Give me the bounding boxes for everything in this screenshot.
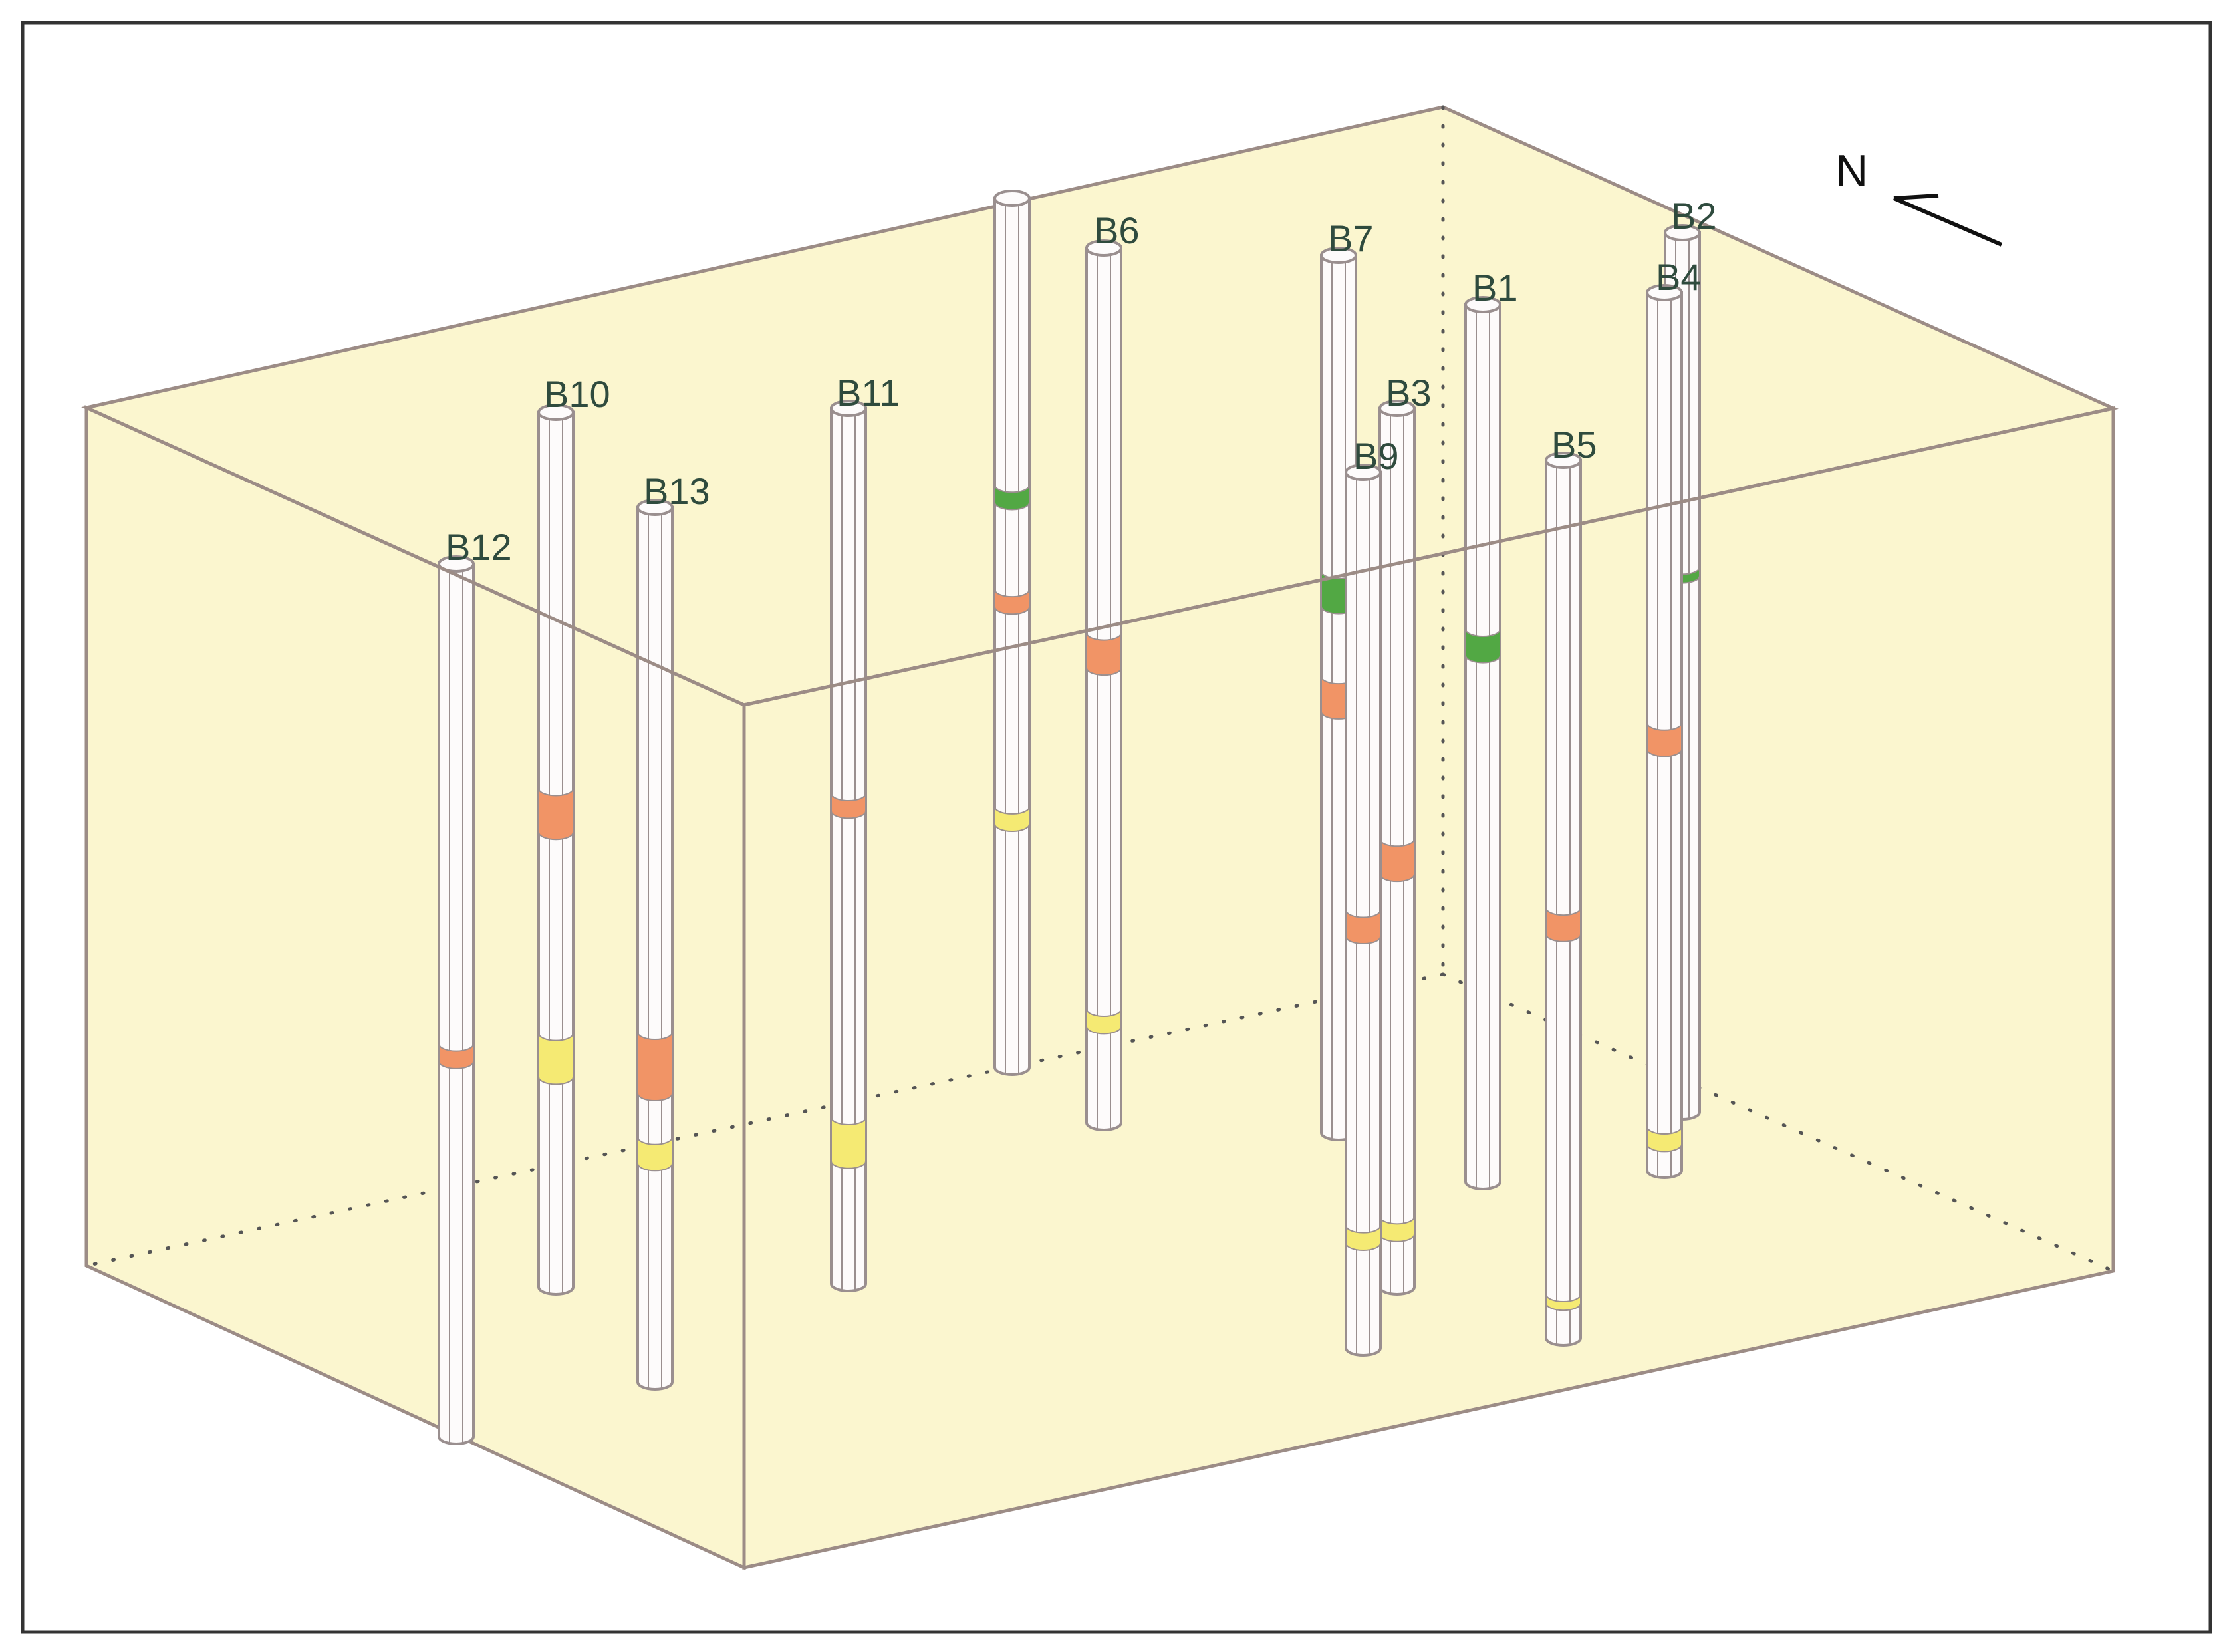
borehole-label: B9 — [1353, 435, 1399, 477]
borehole-b9: B9 — [1345, 435, 1399, 1357]
borehole-top-cap — [993, 190, 1031, 207]
borehole-label: B11 — [837, 372, 900, 414]
orange-soil-layer — [994, 589, 1030, 615]
borehole-b11: B11 — [830, 372, 900, 1292]
borehole-top-cap — [1085, 239, 1122, 257]
borehole-label: B1 — [1472, 267, 1518, 309]
yellow-soil-layer — [831, 1117, 866, 1169]
borehole-label: B13 — [644, 470, 710, 512]
yellow-soil-layer — [538, 1033, 574, 1085]
borehole-top-cap — [1664, 224, 1701, 241]
north-label: N — [1835, 146, 1868, 196]
borehole-body — [1345, 471, 1382, 1357]
borehole-body — [438, 563, 475, 1445]
yellow-soil-layer — [994, 806, 1030, 833]
borehole-b10: B10 — [537, 373, 610, 1296]
borehole-label: B12 — [446, 526, 512, 568]
yellow-soil-layer — [1646, 1126, 1682, 1153]
borehole-label: B3 — [1386, 372, 1432, 414]
borehole-body — [993, 197, 1031, 1076]
borehole-label: B5 — [1551, 424, 1597, 466]
green-soil-layer — [1465, 628, 1501, 664]
borehole-b12: B12 — [438, 526, 512, 1445]
yellow-soil-layer — [637, 1137, 673, 1172]
borehole-top-cap — [1378, 400, 1416, 417]
borehole-top-cap — [830, 400, 867, 417]
borehole-top-cap — [1345, 464, 1382, 481]
borehole-top-cap — [537, 404, 575, 421]
orange-soil-layer — [1646, 722, 1682, 757]
borehole-b6: B6 — [1085, 209, 1140, 1131]
hidden-edges — [84, 105, 2115, 1273]
green-soil-layer — [994, 485, 1030, 511]
yellow-soil-layer — [1545, 1294, 1581, 1311]
borehole-label: B4 — [1656, 256, 1702, 298]
north-arrow: N — [1835, 146, 2003, 247]
borehole-b5: B5 — [1545, 424, 1597, 1347]
yellow-soil-layer — [1345, 1225, 1381, 1251]
borehole-top-cap — [1646, 284, 1683, 301]
orange-soil-layer — [831, 793, 866, 819]
borehole-body — [1464, 303, 1501, 1190]
borehole-label: B7 — [1328, 217, 1374, 259]
borehole-body — [1085, 247, 1122, 1131]
borehole-unlabeled — [993, 190, 1031, 1076]
hidden-bottom-edge-left — [84, 972, 1445, 1268]
borehole-body — [537, 411, 575, 1296]
orange-soil-layer — [1379, 839, 1415, 883]
borehole-top-cap — [1320, 247, 1357, 264]
north-arrow-head — [1893, 194, 1939, 200]
orange-soil-layer — [438, 1043, 474, 1069]
borehole-top-cap — [1464, 296, 1501, 313]
borehole-body — [830, 407, 867, 1292]
orange-soil-layer — [1086, 632, 1122, 676]
borehole-body — [636, 506, 674, 1391]
orange-soil-layer — [1345, 910, 1381, 945]
borehole-label: B6 — [1094, 209, 1140, 251]
orange-soil-layer — [637, 1032, 673, 1102]
borehole-body — [1545, 459, 1582, 1347]
top-face-front-edges — [85, 406, 2114, 707]
borehole-b1: B1 — [1464, 267, 1518, 1190]
block-top-edges — [85, 406, 2114, 707]
borehole-top-cap — [636, 499, 674, 516]
borehole-label: B2 — [1671, 195, 1717, 237]
borehole-b4: B4 — [1646, 256, 1702, 1179]
yellow-soil-layer — [1379, 1216, 1415, 1242]
borehole-top-cap — [1545, 452, 1582, 469]
borehole-label: B10 — [544, 373, 610, 415]
north-arrow-line — [1892, 196, 2003, 247]
yellow-soil-layer — [1086, 1008, 1122, 1035]
borehole-top-cap — [438, 555, 475, 573]
orange-soil-layer — [538, 788, 574, 841]
orange-soil-layer — [1545, 908, 1581, 942]
